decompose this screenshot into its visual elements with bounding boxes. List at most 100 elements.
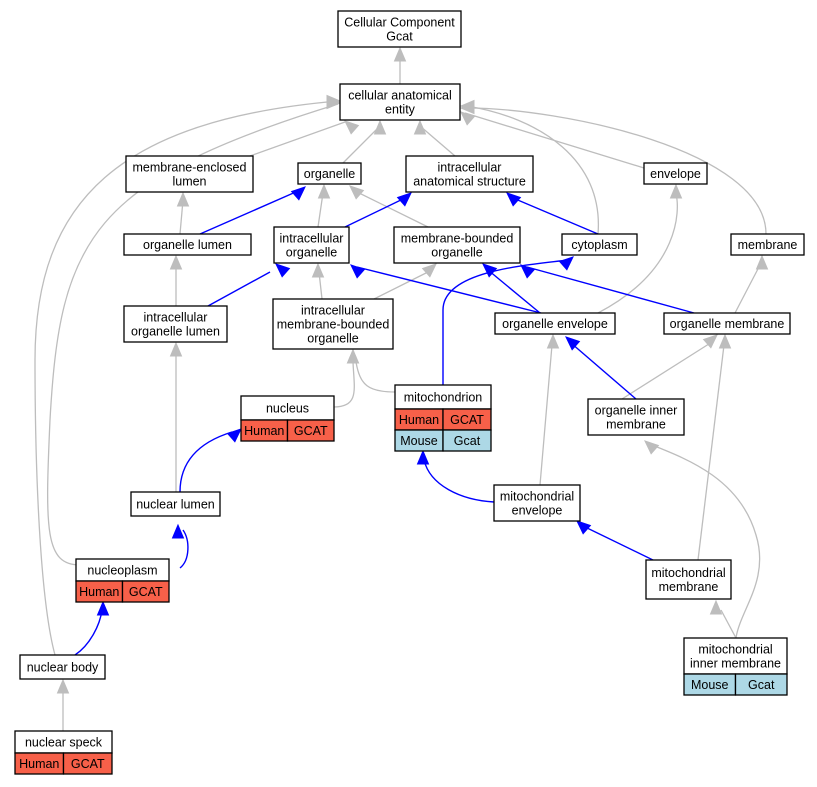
edge-ias-to-cae xyxy=(419,125,456,157)
gene-cell xyxy=(734,673,788,696)
term-box xyxy=(493,484,581,522)
edge-mitoenv-partof-mito xyxy=(423,459,495,503)
edge-mbo-to-organelle xyxy=(352,189,429,228)
edge-imbo-to-mbo xyxy=(373,269,433,300)
term-label: organelle inner xyxy=(595,404,678,418)
arrowhead-mim-to-mitomem xyxy=(709,599,723,615)
term-label: entity xyxy=(385,103,416,117)
term-label: membrane xyxy=(738,238,798,252)
term-label: organelle envelope xyxy=(502,317,608,331)
arrowhead-imbo-to-introrg xyxy=(311,262,325,278)
term-label: mitochondrial xyxy=(698,643,772,657)
edge-mitomem-partof-mitoenv xyxy=(582,525,656,562)
term-node-envelope[interactable]: envelope xyxy=(643,162,708,185)
gene-cell xyxy=(442,429,492,452)
edge-organelle-to-cae xyxy=(342,125,381,164)
term-label: membrane xyxy=(659,580,719,594)
term-label: nuclear lumen xyxy=(136,498,215,512)
edge-mim-to-mitomem xyxy=(720,609,737,639)
term-label: organelle xyxy=(431,246,482,260)
term-label: nucleoplasm xyxy=(87,564,157,578)
gene-label: Gcat xyxy=(748,678,775,692)
term-label: intracellular xyxy=(144,311,208,325)
arrow-layer xyxy=(56,46,769,694)
term-label: mitochondrial xyxy=(500,490,574,504)
gene-label: GCAT xyxy=(450,413,484,427)
edge-cytoplasm-partof-ias xyxy=(512,197,599,235)
term-label: organelle xyxy=(307,332,358,346)
term-node-nuc-lumen[interactable]: nuclear lumen xyxy=(130,491,221,517)
term-node-org-lumen[interactable]: organelle lumen xyxy=(123,233,252,256)
arrowhead-orglumen-partof-organelle xyxy=(290,186,306,201)
term-label: organelle xyxy=(286,246,337,260)
arrowhead-mitoenv-to-orgenv xyxy=(546,333,560,349)
arrowhead-nucspeck-to-nucbody xyxy=(56,678,70,694)
species-label: Human xyxy=(19,757,59,771)
term-node-membrane[interactable]: membrane xyxy=(730,233,805,256)
term-box xyxy=(643,162,708,185)
edge-nucleus-to-imbo xyxy=(333,361,355,408)
term-node-org-env[interactable]: organelle envelope xyxy=(494,312,616,335)
arrowhead-mitomem-partof-mitoenv xyxy=(576,520,592,535)
species-label: Mouse xyxy=(400,434,438,448)
edge-mel-to-cae xyxy=(249,121,346,157)
arrowhead-orgenv-partof-mbo xyxy=(482,263,498,278)
term-box xyxy=(19,654,106,680)
term-label: cellular anatomical xyxy=(348,89,452,103)
arrowhead-cytoplasm-partof-ias xyxy=(506,192,522,207)
edge-oim-partof-orgenv xyxy=(570,342,637,400)
arrowhead-organelle-to-cae xyxy=(373,119,387,135)
term-label: Cellular Component xyxy=(344,16,455,30)
edge-membrane-to-cae xyxy=(466,107,767,235)
arrowhead-introrg-to-organelle xyxy=(317,183,331,199)
species-label: Human xyxy=(79,585,119,599)
arrowhead-cae-to-cc xyxy=(393,46,407,62)
term-label: organelle xyxy=(304,167,355,181)
term-label: organelle lumen xyxy=(143,238,232,252)
edge-iol-partof-introrg xyxy=(207,271,271,307)
arrowhead-nucbody-partof-nucleoplasm xyxy=(96,600,110,616)
edge-nucbody-to-cae xyxy=(34,100,339,656)
edge-oim-to-orgmem xyxy=(621,341,713,400)
edge-orgmem-to-membrane xyxy=(734,264,761,314)
term-node-org-mem[interactable]: organelle membrane xyxy=(663,312,791,335)
arrowhead-mbo-to-organelle xyxy=(349,185,365,200)
term-node-cytoplasm[interactable]: cytoplasm xyxy=(561,233,638,256)
edge-mito-partof-cytoplasm xyxy=(442,259,569,385)
edge-introrg-partof-ias xyxy=(344,197,406,228)
term-node-organelle[interactable]: organelle xyxy=(297,162,362,185)
term-box xyxy=(272,298,394,350)
term-label: organelle lumen xyxy=(131,325,220,339)
term-node-nuc-body[interactable]: nuclear body xyxy=(19,654,106,680)
arrowhead-oim-partof-orgenv xyxy=(565,336,581,351)
edge-orgenv-partof-mbo xyxy=(487,269,541,314)
edge-orglumen-partof-organelle xyxy=(199,190,299,235)
term-box xyxy=(339,83,461,121)
term-box xyxy=(405,155,534,193)
term-box xyxy=(587,398,685,436)
term-label: membrane-bounded xyxy=(277,318,390,332)
gene-cell xyxy=(62,752,113,775)
arrowhead-nucleoplasm-partof-nuclumen xyxy=(171,523,185,539)
term-box xyxy=(645,559,732,600)
species-label: Human xyxy=(244,424,284,438)
gene-cell xyxy=(121,580,170,603)
term-label: mitochondrion xyxy=(404,391,483,405)
term-box xyxy=(494,312,616,335)
